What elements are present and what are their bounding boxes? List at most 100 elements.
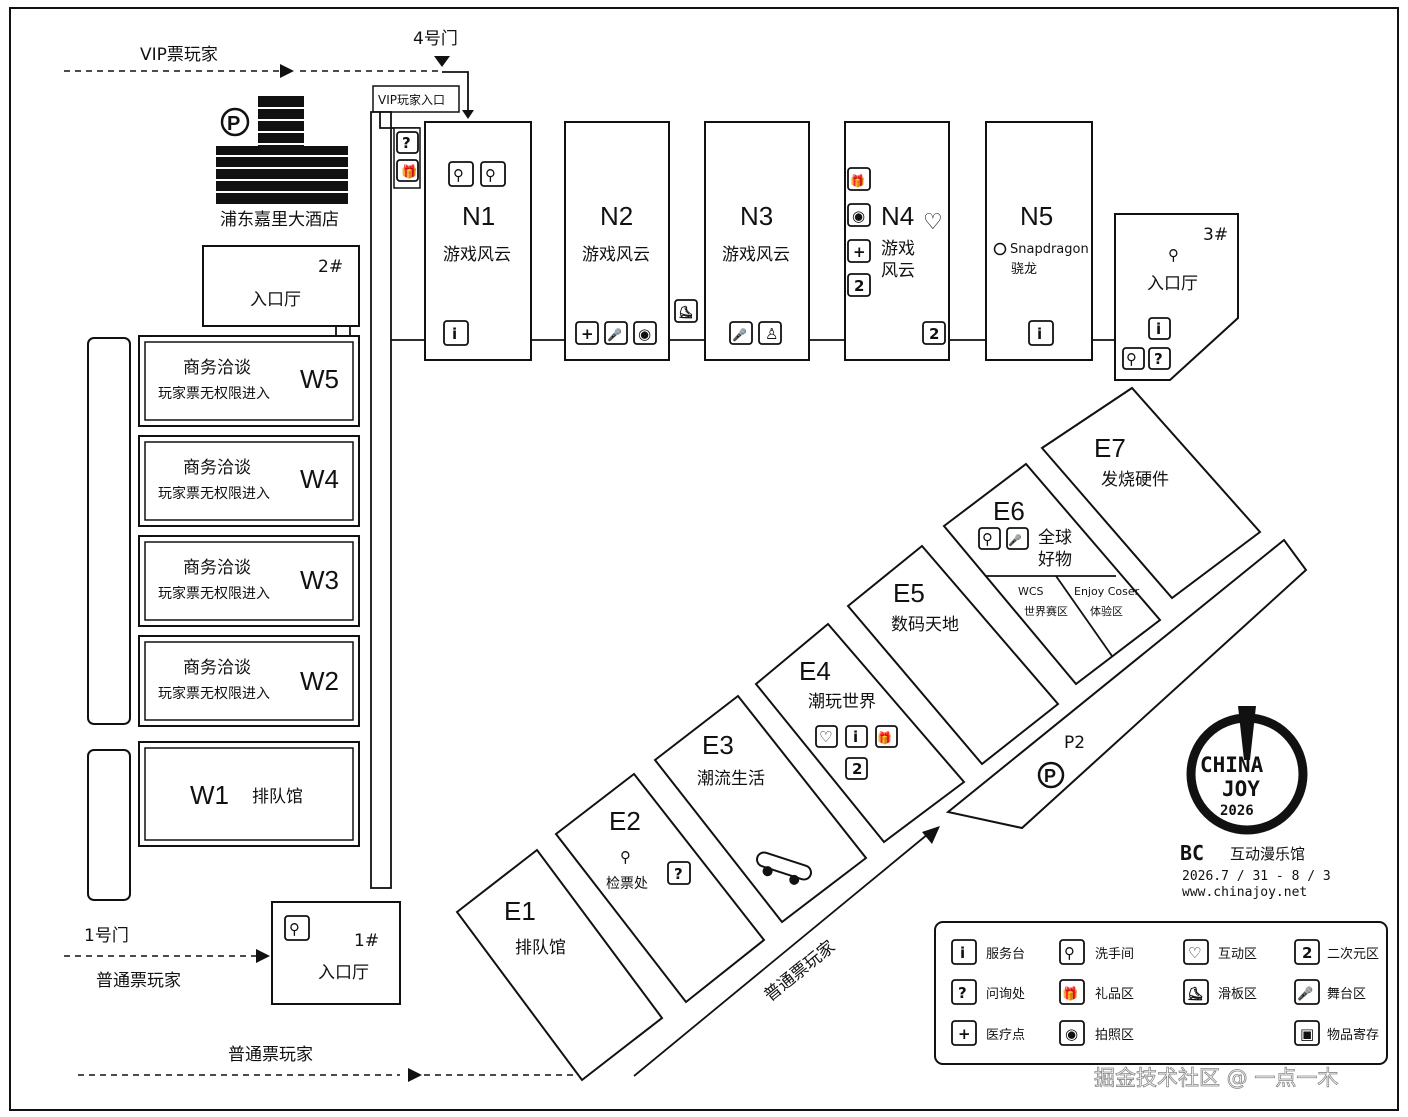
- question-icon: [396, 131, 419, 154]
- east-hall-e5: E5 数码天地: [846, 544, 1060, 766]
- camera-icon: [633, 321, 657, 345]
- info-icon: [951, 939, 977, 965]
- svg-text:商务洽谈: 商务洽谈: [183, 358, 251, 378]
- venue-name: 互动漫乐馆: [1230, 845, 1305, 863]
- camera-icon: [1059, 1020, 1085, 1046]
- svg-text:▣: ▣: [1300, 1025, 1314, 1043]
- hall-code-n1: N1: [462, 201, 495, 231]
- svg-text:🎤: 🎤: [1297, 985, 1313, 1002]
- svg-text:+: +: [958, 1025, 971, 1043]
- hall-code-w5: W5: [300, 364, 339, 394]
- svg-text:拍照区: 拍照区: [1095, 1028, 1134, 1043]
- gift-icon: [875, 725, 898, 748]
- svg-text:?: ?: [402, 134, 411, 152]
- north-hall-n4: 🎁 ◉ + 2 N4 ♡ 游戏 风云 2: [844, 121, 950, 361]
- regular-player-label-1: 普通票玩家: [96, 971, 181, 991]
- hall-code-e4: E4: [799, 656, 831, 686]
- svg-text:潮流生活: 潮流生活: [697, 769, 765, 789]
- microphone-icon: [1006, 527, 1029, 550]
- svg-text:P: P: [227, 113, 240, 135]
- svg-text:二次元区: 二次元区: [1327, 946, 1379, 962]
- svg-text:⚲: ⚲: [485, 166, 496, 184]
- svg-text:⚲: ⚲: [1126, 350, 1137, 368]
- parking-p2: [945, 538, 1308, 830]
- restroom-icon: [284, 915, 310, 941]
- west-hall-w2: 商务洽谈 玩家票无权限进入 W2: [138, 635, 360, 727]
- skateboard-icon: [674, 299, 698, 323]
- north-hall-n1: ⚲ ⚲ N1 游戏风云 i: [424, 121, 532, 361]
- anime-icon: [922, 321, 946, 345]
- east-hall-e1: E1 排队馆: [455, 848, 664, 1082]
- svg-text:2: 2: [854, 277, 864, 295]
- east-route: [633, 833, 929, 1077]
- watermark: 掘金技术社区 @ 一点一木: [1094, 1066, 1338, 1090]
- vip-entrance-box: [372, 85, 460, 113]
- anime-icon: [1294, 939, 1320, 965]
- skateboard-icon: [756, 851, 812, 885]
- restroom-icon: [448, 161, 474, 187]
- svg-text:JOY: JOY: [1222, 777, 1260, 801]
- vip-path-arrow: [462, 110, 474, 119]
- gift-icon: [396, 159, 419, 182]
- hotel-building: P: [216, 96, 348, 204]
- svg-text:P: P: [1044, 766, 1056, 786]
- p2-label: P2: [1064, 733, 1085, 753]
- svg-text:服务台: 服务台: [986, 946, 1025, 962]
- svg-text:⚲: ⚲: [453, 166, 464, 184]
- svg-text:CHINA: CHINA: [1200, 753, 1264, 777]
- svg-text:🎁: 🎁: [1062, 986, 1078, 1002]
- svg-text:⛸: ⛸: [678, 305, 693, 319]
- svg-text:i: i: [853, 728, 858, 746]
- legend-item-microphone: 🎤 舞台区: [1294, 979, 1366, 1005]
- svg-text:i: i: [452, 325, 457, 343]
- hall-code-n4: N4: [881, 201, 914, 231]
- question-icon: [1148, 347, 1171, 370]
- svg-text:🎁: 🎁: [401, 164, 417, 180]
- hall-code-w1: W1: [190, 780, 229, 810]
- restroom-icon: [1122, 347, 1145, 370]
- snapdragon-icon: [993, 242, 1007, 256]
- svg-text:数码天地: 数码天地: [891, 615, 959, 635]
- svg-text:发烧硬件: 发烧硬件: [1101, 470, 1169, 490]
- legend-item-heart: ♡ 互动区: [1183, 939, 1257, 965]
- hall1-label: 入口厅: [318, 963, 369, 983]
- north-hall-n2: N2 游戏风云 + 🎤 ◉: [564, 121, 670, 361]
- microphone-icon: [1294, 979, 1320, 1005]
- svg-text:商务洽谈: 商务洽谈: [183, 558, 251, 578]
- svg-text:?: ?: [674, 865, 683, 883]
- svg-text:Enjoy Coser: Enjoy Coser: [1074, 585, 1140, 598]
- anime-icon: [847, 273, 871, 297]
- medical-icon: [575, 321, 599, 345]
- svg-text:风云: 风云: [881, 261, 915, 281]
- east-hall-e4: E4 潮玩世界 ♡ i 🎁 2: [754, 622, 966, 844]
- gate1-label: 1号门: [84, 926, 129, 946]
- svg-text:🎤: 🎤: [732, 327, 747, 342]
- svg-text:⚲: ⚲: [1168, 246, 1179, 264]
- svg-text:玩家票无权限进入: 玩家票无权限进入: [158, 485, 270, 502]
- svg-text:潮玩世界: 潮玩世界: [808, 692, 876, 712]
- regular-player-label-3: 普通票玩家: [761, 937, 840, 1006]
- vip-route-arrow: [280, 64, 294, 78]
- north-hall-n5: N5 Snapdragon 骁龙 i: [985, 121, 1093, 361]
- north-hall-n3: N3 游戏风云 🎤 ♙: [704, 121, 810, 361]
- vip-path: [442, 71, 469, 112]
- info-icon: [1148, 317, 1171, 340]
- legend-item-question: ? 问询处: [951, 979, 1025, 1005]
- west-queue-lane-2: [87, 749, 131, 901]
- skateboard-icon: [1183, 979, 1209, 1005]
- svg-text:⚲: ⚲: [982, 530, 993, 548]
- svg-text:2: 2: [1302, 944, 1312, 962]
- svg-text:♡: ♡: [1188, 944, 1201, 962]
- svg-text:◉: ◉: [852, 207, 865, 225]
- svg-text:⚲: ⚲: [289, 920, 300, 938]
- info-icon: [443, 320, 469, 346]
- svg-text:2026: 2026: [1220, 803, 1254, 819]
- vip-entrance-label: VIP玩家入口: [378, 92, 445, 107]
- svg-text:♡: ♡: [819, 728, 832, 746]
- microphone-icon: [604, 321, 628, 345]
- parking-icon: [1037, 761, 1065, 789]
- legend-item-medical: + 医疗点: [951, 1020, 1025, 1046]
- svg-text:+: +: [581, 325, 594, 343]
- svg-text:物品寄存: 物品寄存: [1327, 1027, 1379, 1043]
